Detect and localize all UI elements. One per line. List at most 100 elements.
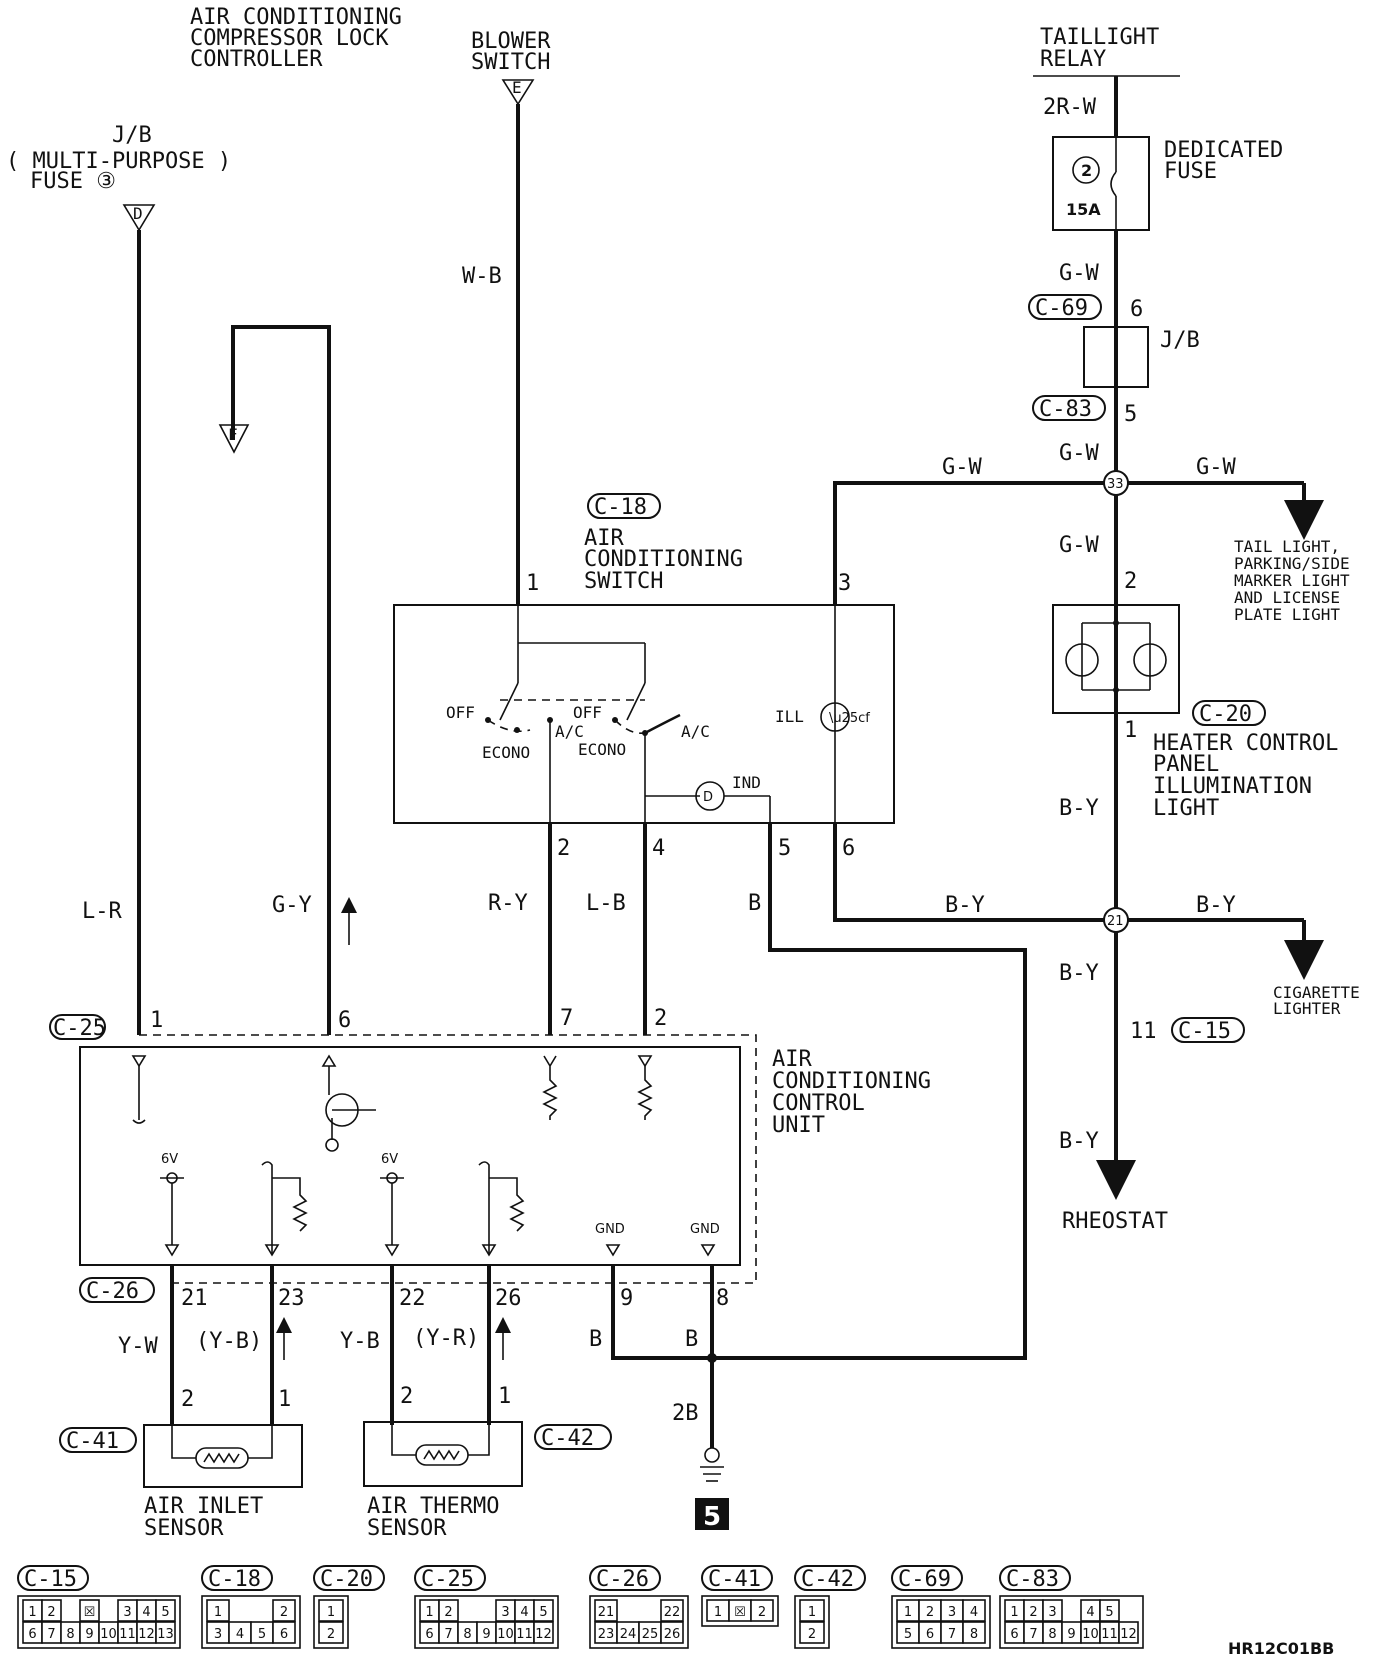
- splice-21-num: 21: [1107, 914, 1124, 929]
- legend-pin-number: 5: [1105, 1605, 1113, 1620]
- legend-pin-number: 22: [664, 1605, 681, 1620]
- legend-pin-number: 26: [664, 1627, 681, 1642]
- wire-label-2r-w: 2R-W: [1043, 95, 1097, 120]
- ac-control-unit-label: AIR CONDITIONING CONTROL UNIT: [772, 1047, 931, 1138]
- svg-text:AND LICENSE: AND LICENSE: [1234, 588, 1340, 607]
- splice-21: [1103, 907, 1129, 933]
- legend-pin-number: ☒: [734, 1605, 746, 1620]
- legend-tag-text: C-42: [801, 1567, 854, 1592]
- wire-label-b-y-1: B-Y: [945, 893, 985, 918]
- legend-pin-cell: [41, 1599, 62, 1622]
- wire-label-w-b: W-B: [462, 264, 502, 289]
- legend-pin-cell: [155, 1599, 176, 1622]
- pin-l21: 21: [181, 1286, 208, 1311]
- legend-pin-number: 5: [161, 1605, 169, 1620]
- panel-bulb-left: [1065, 643, 1099, 677]
- jb-marker-letter: D: [133, 204, 143, 223]
- c41-tag-text: C-41: [66, 1429, 119, 1454]
- legend-pin-cell: [206, 1599, 230, 1622]
- legend-pin-cell: [799, 1621, 825, 1644]
- fuse-title-2: FUSE: [1164, 159, 1217, 184]
- jb-source-triangle: [122, 204, 156, 232]
- legend-pin-number: 6: [1010, 1627, 1018, 1642]
- legend-tag-c-83: [999, 1565, 1071, 1591]
- legend-pin-number: 4: [142, 1605, 150, 1620]
- legend-pin-number: 2: [444, 1605, 452, 1620]
- svg-text:TAIL LIGHT,: TAIL LIGHT,: [1234, 537, 1340, 556]
- legend-pin-number: 1: [327, 1605, 335, 1620]
- legend-pin-number: 8: [970, 1627, 978, 1642]
- pin-l8: 8: [716, 1286, 729, 1311]
- legend-tag-text: C-20: [320, 1567, 373, 1592]
- legend-pin-number: 1: [425, 1605, 433, 1620]
- unit-6v-a: 6V: [161, 1152, 178, 1167]
- svg-text:AIR CONDITIONING: AIR CONDITIONING: [190, 5, 402, 30]
- pin-sw2: 2: [557, 836, 570, 861]
- jb-box-label: J/B: [1160, 328, 1200, 353]
- svg-text:SWITCH: SWITCH: [584, 569, 663, 594]
- legend-pin-cell: [533, 1621, 554, 1644]
- unit-internals: 6V 6V GND GND: [131, 1054, 720, 1257]
- pin-hp1: 1: [1124, 718, 1137, 743]
- wire-label-y-b: Y-B: [340, 1329, 380, 1354]
- svg-text:LIGHT: LIGHT: [1153, 796, 1219, 821]
- dedicated-fuse-box: [1052, 136, 1150, 231]
- legend-pin-number: 3: [1048, 1605, 1056, 1620]
- svg-text:CONTROL: CONTROL: [772, 1091, 865, 1116]
- wire-label-l-b: L-B: [586, 891, 626, 916]
- legend-pin-number: 6: [425, 1627, 433, 1642]
- jb-fuse-label: J/B ( MULTI-PURPOSE ) FUSE ③ D: [6, 123, 231, 232]
- legend-pin-number: 1: [1010, 1605, 1018, 1620]
- legend-pin-number: 11: [119, 1627, 136, 1642]
- legend-pin-number: 6: [280, 1627, 288, 1642]
- wire-label-b-y-4: B-Y: [1059, 961, 1099, 986]
- legend-pin-number: 11: [516, 1627, 533, 1642]
- legend-pin-number: 21: [598, 1605, 615, 1620]
- wire-label-g-y: G-Y: [272, 893, 312, 918]
- c20-tag: [1192, 700, 1266, 726]
- legend-pin-number: 9: [1067, 1627, 1075, 1642]
- pin-sw1: 1: [526, 571, 539, 596]
- legend-pin-number: 1: [714, 1605, 722, 1620]
- legend-pin-number: 4: [1086, 1605, 1094, 1620]
- legend-pin-cell: [318, 1599, 344, 1622]
- legend-pin-number: 1: [214, 1605, 222, 1620]
- air-inlet-label-1: AIR INLET: [144, 1494, 263, 1519]
- wire-b-gnd-9: [611, 1265, 712, 1360]
- unit-gnd-2: GND: [690, 1222, 720, 1237]
- legend-pin-number: 7: [47, 1627, 55, 1642]
- legend-pin-number: 25: [642, 1627, 659, 1642]
- unit-6v-b: 6V: [381, 1152, 398, 1167]
- c26-tag: [79, 1277, 155, 1303]
- legend-tag-c-25: [414, 1565, 486, 1591]
- figure-code: HR12C01BB: [1228, 1639, 1334, 1658]
- wire-g-y: [231, 325, 331, 1035]
- pin-l9: 9: [620, 1286, 633, 1311]
- legend-tag-c-18: [201, 1565, 273, 1591]
- legend-pin-cell: [533, 1599, 554, 1622]
- pin-sw5: 5: [778, 836, 791, 861]
- legend-pin-number: 23: [598, 1627, 615, 1642]
- legend-pin-number: 2: [280, 1605, 288, 1620]
- legend-pin-number: 8: [66, 1627, 74, 1642]
- legend-pin-number: 12: [138, 1627, 155, 1642]
- legend-pin-cell: [1099, 1599, 1120, 1622]
- cigarette-lighter-label: CIGARETTE LIGHTER: [1273, 983, 1360, 1018]
- svg-text:MARKER LIGHT: MARKER LIGHT: [1234, 571, 1350, 590]
- legend-tag-c-41: [701, 1565, 773, 1591]
- svg-text:SWITCH: SWITCH: [471, 50, 550, 75]
- legend-pin-number: 2: [808, 1627, 816, 1642]
- label-ac2: A/C: [681, 722, 710, 741]
- f-source-triangle: [218, 424, 250, 454]
- legend-pin-cell: [272, 1599, 296, 1622]
- legend-pin-number: 8: [1048, 1627, 1056, 1642]
- legend-pin-number: 2: [47, 1605, 55, 1620]
- legend-pin-cell: [1042, 1599, 1063, 1622]
- svg-text:BLOWER: BLOWER: [471, 29, 551, 54]
- blower-switch-label: BLOWER SWITCH E: [471, 29, 551, 106]
- wire-label-g-w-4: G-W: [1196, 455, 1236, 480]
- label-ind: IND: [732, 773, 761, 792]
- pin-sw4: 4: [652, 836, 665, 861]
- legend-tag-text: C-15: [24, 1567, 77, 1592]
